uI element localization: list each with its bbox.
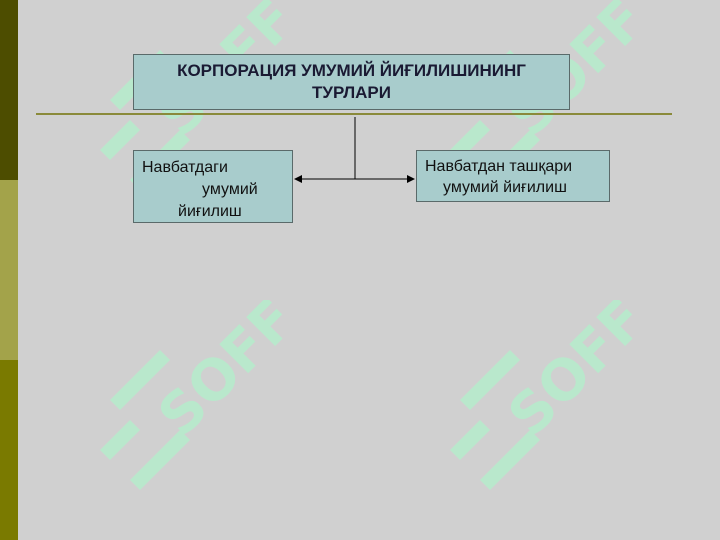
side-bar-middle: [0, 180, 18, 360]
node-regular-line2: умумий: [202, 181, 258, 198]
svg-text:SOFF: SOFF: [146, 300, 290, 449]
node-regular-meeting: Навбатдаги умумий йиғилиш: [133, 150, 293, 223]
node-regular-line3: йиғилиш: [178, 203, 242, 220]
svg-text:SOFF: SOFF: [496, 300, 640, 449]
diagram-title: КОРПОРАЦИЯ УМУМИЙ ЙИҒИЛИШИНИНГ ТУРЛАРИ: [177, 61, 526, 102]
node-extraordinary-line1: Навбатдан ташқари: [425, 158, 573, 175]
node-regular-line1: Навбатдаги: [142, 159, 228, 176]
side-bar-bottom: [0, 360, 18, 540]
node-extraordinary-meeting: Навбатдан ташқари умумий йиғилиш: [416, 150, 610, 202]
side-bar-top: [0, 0, 18, 180]
node-extraordinary-line2: умумий йиғилиш: [443, 179, 567, 196]
soff-logo-icon: SOFF: [440, 287, 659, 500]
diagram-title-box: КОРПОРАЦИЯ УМУМИЙ ЙИҒИЛИШИНИНГ ТУРЛАРИ: [133, 54, 570, 110]
horizontal-rule: [36, 113, 672, 115]
soff-logo-icon: SOFF: [90, 287, 309, 500]
